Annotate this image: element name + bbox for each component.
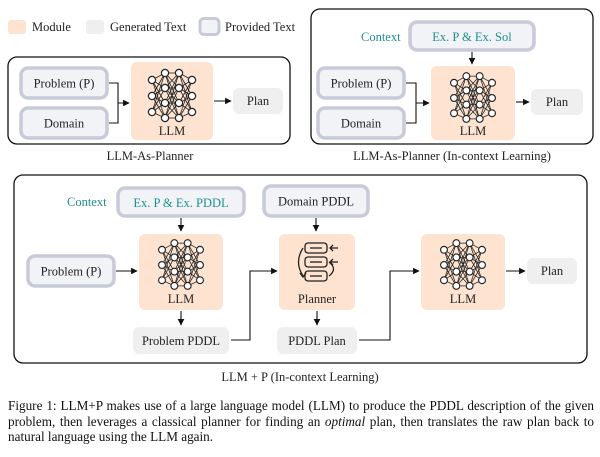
legend: Module Generated Text Provided Text bbox=[8, 17, 296, 36]
panel3-frame bbox=[13, 174, 588, 364]
caption-part1: Figure 1: LLM+P makes use of a large lan… bbox=[8, 398, 594, 429]
panel1-plan-box bbox=[233, 88, 283, 114]
panel3-llm-right-label: LLM bbox=[450, 292, 476, 306]
panel1-problem-box bbox=[19, 66, 109, 100]
panel-llm-as-planner-icl: Context Ex. P & Ex. Sol Problem (P) Doma… bbox=[310, 8, 594, 163]
panel3-problem-label: Problem (P) bbox=[41, 265, 102, 279]
panel2-title: LLM-As-Planner (In-context Learning) bbox=[353, 149, 551, 163]
panel2-plan-box bbox=[531, 89, 583, 115]
legend-module-label: Module bbox=[32, 20, 71, 34]
panel1-plan-label: Plan bbox=[247, 94, 270, 108]
panel2-problem-label: Problem (P) bbox=[331, 77, 392, 91]
panel3-context-box bbox=[116, 186, 246, 218]
panel1-title: LLM-As-Planner bbox=[107, 149, 195, 163]
panel3-llm-left-label: LLM bbox=[168, 292, 194, 306]
caption-emphasis: optimal bbox=[324, 413, 366, 429]
legend-provided-swatch bbox=[198, 17, 221, 36]
panel1-domain-box bbox=[19, 106, 109, 140]
panel2-llm-label: LLM bbox=[460, 124, 486, 138]
panel3-plan-box bbox=[527, 258, 577, 284]
legend-module-swatch bbox=[8, 20, 26, 34]
panel3-problem-pddl-to-planner-arrow bbox=[231, 267, 278, 341]
panel2-context-label: Context bbox=[361, 30, 401, 44]
panel1-domain-label: Domain bbox=[44, 117, 85, 131]
llm-plus-p-diagram: Module Generated Text Provided Text Prob… bbox=[7, 8, 594, 384]
panel2-context-box bbox=[408, 20, 536, 52]
panel3-pddl-plan-to-llm-arrow bbox=[359, 267, 420, 341]
panel3-domain-pddl-box bbox=[262, 184, 370, 218]
legend-generated-swatch bbox=[86, 20, 104, 34]
panel2-frame bbox=[310, 8, 594, 145]
figure-caption: Figure 1: LLM+P makes use of a large lan… bbox=[8, 398, 594, 445]
panel1-join-arrow bbox=[109, 82, 129, 124]
panel3-title: LLM + P (In-context Learning) bbox=[221, 370, 378, 384]
panel3-problem-box bbox=[26, 254, 116, 288]
panel2-domain-label: Domain bbox=[341, 117, 382, 131]
legend-generated-label: Generated Text bbox=[110, 20, 187, 34]
panel1-llm-label: LLM bbox=[159, 124, 185, 138]
panel2-join-arrow bbox=[406, 82, 429, 124]
panel3-domain-pddl-label: Domain PDDL bbox=[278, 195, 354, 209]
panel3-planner-label: Planner bbox=[298, 292, 337, 306]
panel3-problem-pddl-label: Problem PDDL bbox=[142, 334, 220, 348]
panel-llm-plus-p: Context Ex. P & Ex. PDDL Problem (P) LLM… bbox=[13, 174, 588, 384]
legend-provided-label: Provided Text bbox=[225, 20, 296, 34]
panel1-frame bbox=[7, 56, 291, 145]
panel2-plan-label: Plan bbox=[546, 95, 569, 109]
planner-stack-icon bbox=[297, 242, 338, 282]
panel3-plan-label: Plan bbox=[541, 264, 564, 278]
panel2-context-box-label: Ex. P & Ex. Sol bbox=[432, 30, 512, 44]
caption-part2: plan, then translates the raw plan back … bbox=[8, 413, 594, 445]
panel3-problem-pddl-box bbox=[133, 327, 229, 354]
panel2-problem-box bbox=[316, 66, 406, 100]
panel2-domain-box bbox=[316, 106, 406, 140]
panel-llm-as-planner: Problem (P) Domain LLM Plan LLM-As-Plann… bbox=[7, 56, 291, 163]
panel1-problem-label: Problem (P) bbox=[34, 77, 95, 91]
panel3-context-box-label: Ex. P & Ex. PDDL bbox=[133, 196, 228, 210]
panel3-context-label: Context bbox=[67, 195, 107, 209]
panel3-pddl-plan-label: PDDL Plan bbox=[288, 334, 346, 348]
panel3-pddl-plan-box bbox=[277, 327, 357, 354]
